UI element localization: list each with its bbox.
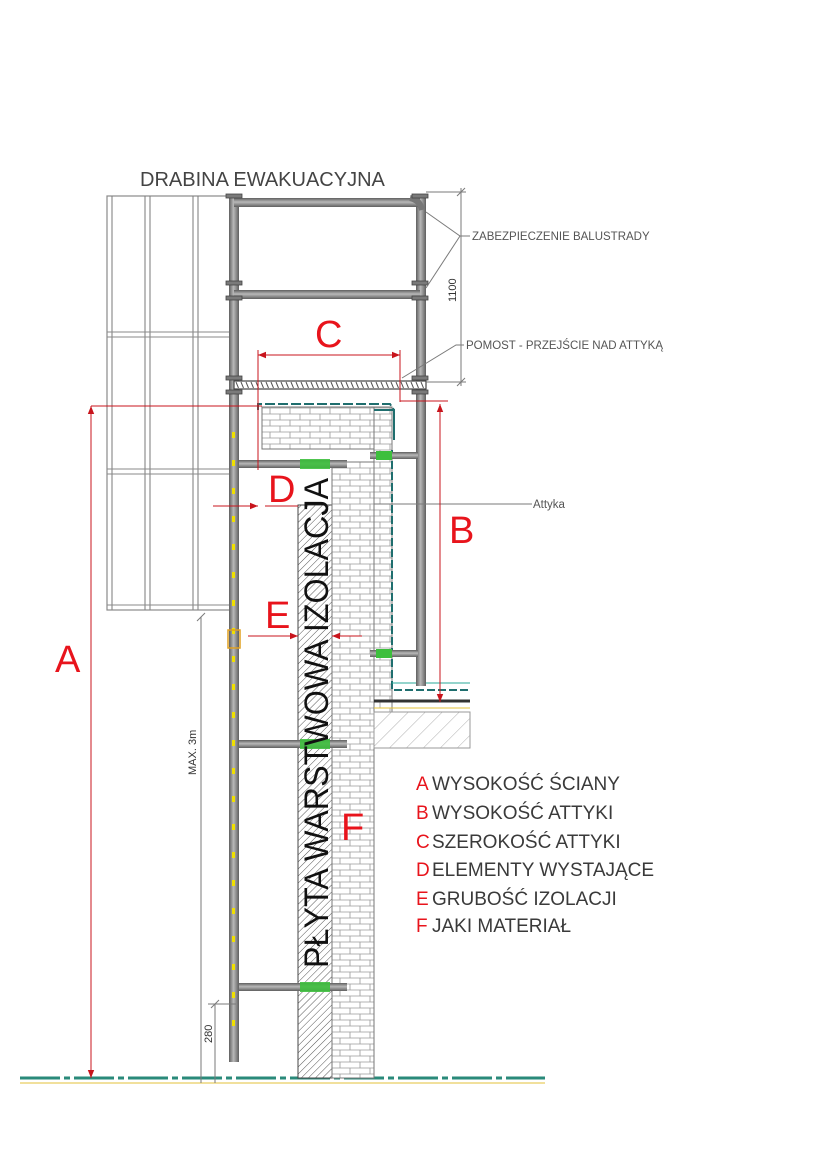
marker-a: A	[55, 639, 81, 681]
rung-mark	[232, 796, 235, 802]
marker-e: E	[265, 595, 290, 637]
dimension-e: E	[248, 595, 362, 640]
svg-text:1100: 1100	[447, 278, 459, 302]
svg-text:Attyka: Attyka	[533, 499, 566, 511]
wall-brackets	[227, 451, 418, 992]
rung-mark	[232, 936, 235, 942]
legend-text: JAKI MATERIAŁ	[432, 916, 571, 937]
legend-text: GRUBOŚĆ IZOLACJI	[432, 888, 617, 910]
marker-b: B	[449, 510, 474, 552]
legend-text: WYSOKOŚĆ ATTYKI	[432, 802, 613, 824]
legend-text: ELEMENTY WYSTAJĄCE	[432, 860, 654, 881]
max-spacing-dimension: MAX. 3m	[187, 612, 206, 1083]
marker-f: F	[341, 807, 364, 849]
rung-mark	[232, 684, 235, 690]
top-rail	[234, 198, 420, 207]
roof-slab	[373, 699, 471, 749]
rung-mark	[232, 824, 235, 830]
legend-letter: E	[416, 889, 429, 910]
clamps	[225, 193, 429, 395]
attic-note: Attyka	[374, 499, 566, 511]
platform-post	[416, 196, 426, 686]
dimension-a: A	[55, 405, 262, 1078]
rung-mark	[232, 600, 235, 606]
legend-text: SZEROKOŚĆ ATTYKI	[432, 831, 621, 853]
rung-mark	[232, 656, 235, 662]
marker-c: C	[315, 314, 342, 356]
rung-mark	[232, 992, 235, 998]
svg-text:MAX. 3m: MAX. 3m	[187, 730, 199, 775]
platform-grating	[233, 380, 427, 390]
rung-mark	[232, 488, 235, 494]
rung-mark	[232, 572, 235, 578]
legend-text: WYSOKOŚĆ ŚCIANY	[432, 773, 620, 795]
drawing-title: DRABINA EWAKUACYJNA	[140, 169, 386, 191]
dimension-c: C	[257, 314, 401, 470]
marker-d: D	[268, 469, 295, 511]
rung-mark	[232, 908, 235, 914]
svg-text:ZABEZPIECZENIE BALUSTRADY: ZABEZPIECZENIE BALUSTRADY	[472, 231, 650, 243]
rung-mark	[232, 880, 235, 886]
rung-mark	[232, 964, 235, 970]
railing-note: ZABEZPIECZENIE BALUSTRADY	[425, 211, 650, 289]
dimension-b: B	[400, 400, 474, 702]
parapet	[261, 406, 393, 450]
rung-mark	[232, 432, 235, 438]
ground-line	[20, 1076, 545, 1084]
rung-mark	[232, 712, 235, 718]
mid-rail	[234, 290, 420, 299]
bottom-offset-dimension: 280	[203, 999, 236, 1083]
platform-note: POMOST - PRZEJŚCIE NAD ATTYKĄ	[401, 339, 663, 379]
rung-mark	[232, 768, 235, 774]
rung-mark	[232, 852, 235, 858]
dimension-d: D	[213, 469, 298, 511]
legend-letter: D	[416, 860, 430, 881]
masonry-wall	[331, 461, 375, 1079]
railing-dimension: 1100	[426, 187, 466, 387]
rung-mark	[232, 1020, 235, 1026]
insulation-label: PŁYTA WARSTWOWA IZOLACJA	[298, 478, 336, 968]
safety-cage	[106, 195, 234, 611]
svg-text:280: 280	[203, 1025, 215, 1043]
legend-letter: A	[416, 774, 429, 795]
legend-letter: F	[416, 916, 428, 937]
legend-letter: C	[416, 832, 430, 853]
rung-mark	[232, 628, 235, 634]
rung-mark	[232, 460, 235, 466]
rung-mark	[232, 544, 235, 550]
rung-mark	[232, 516, 235, 522]
legend-letter: B	[416, 803, 429, 824]
rung-mark	[232, 740, 235, 746]
svg-text:POMOST - PRZEJŚCIE NAD ATTYKĄ: POMOST - PRZEJŚCIE NAD ATTYKĄ	[466, 339, 663, 352]
